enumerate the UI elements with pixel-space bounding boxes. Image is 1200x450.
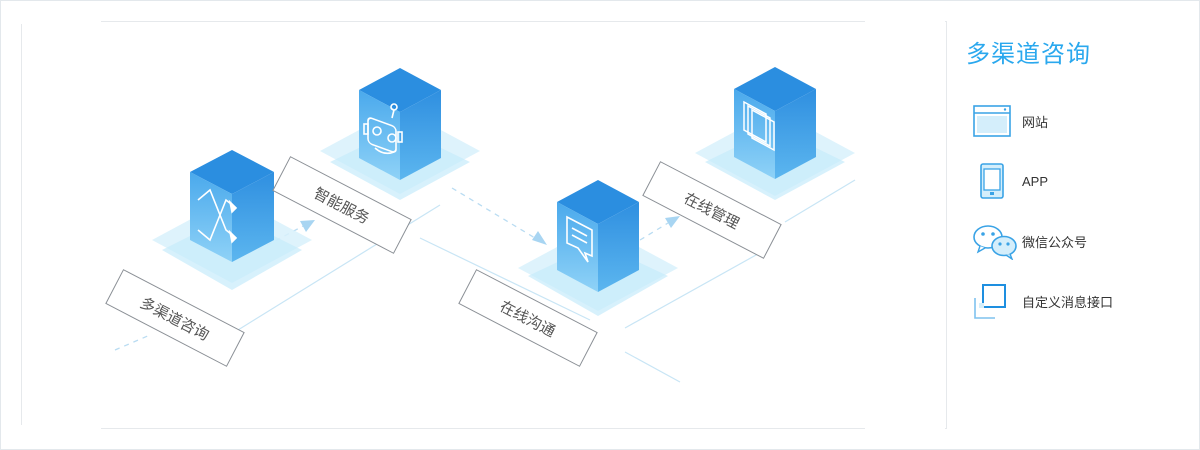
channel-item-custom-interface: 自定义消息接口 — [972, 281, 1182, 321]
arrow-head — [300, 220, 315, 232]
connector-line — [419, 237, 591, 321]
dashed-arrow — [639, 222, 669, 241]
cube-online-management — [734, 67, 816, 179]
channel-item-app: APP — [972, 161, 1182, 201]
channel-label: APP — [1022, 173, 1049, 189]
dashed-arrows — [114, 187, 669, 351]
arrow-heads — [300, 216, 680, 245]
channel-label: 自定义消息接口 — [1022, 294, 1114, 310]
channel-item-website: 网站 — [972, 101, 1182, 141]
connector-lines — [237, 179, 856, 383]
chat-icon — [566, 215, 593, 263]
cube-multi-channel — [190, 150, 274, 262]
dashed-arrow — [257, 224, 306, 251]
channel-label: 微信公众号 — [1022, 234, 1088, 250]
cube-online-communication — [557, 180, 639, 292]
browser-window-icon — [972, 101, 1022, 141]
channel-label: 网站 — [1022, 114, 1049, 130]
shuffle-icon — [197, 188, 238, 244]
arrow-head — [532, 231, 547, 245]
dashed-arrow — [451, 187, 536, 239]
dashed-line — [114, 334, 151, 351]
channel-item-wechat: 微信公众号 — [972, 221, 1182, 261]
cube-smart-service — [359, 68, 441, 180]
channel-sidebar: 多渠道咨询 网站 APP — [946, 0, 1198, 448]
connector-line — [784, 179, 856, 223]
windows-icon — [743, 100, 775, 152]
connector-line — [624, 351, 681, 383]
connector-line — [624, 249, 766, 329]
wechat-icon — [972, 221, 1022, 261]
robot-icon — [363, 103, 403, 155]
sidebar-title: 多渠道咨询 — [966, 41, 1091, 68]
service-flow-diagram: 多渠道咨询 智能服务 在线沟通 在线管理 — [105, 67, 856, 383]
mobile-phone-icon — [972, 161, 1022, 201]
custom-interface-icon — [972, 281, 1022, 321]
arrow-head — [665, 216, 680, 228]
step-label-manage: 在线管理 — [642, 161, 782, 259]
